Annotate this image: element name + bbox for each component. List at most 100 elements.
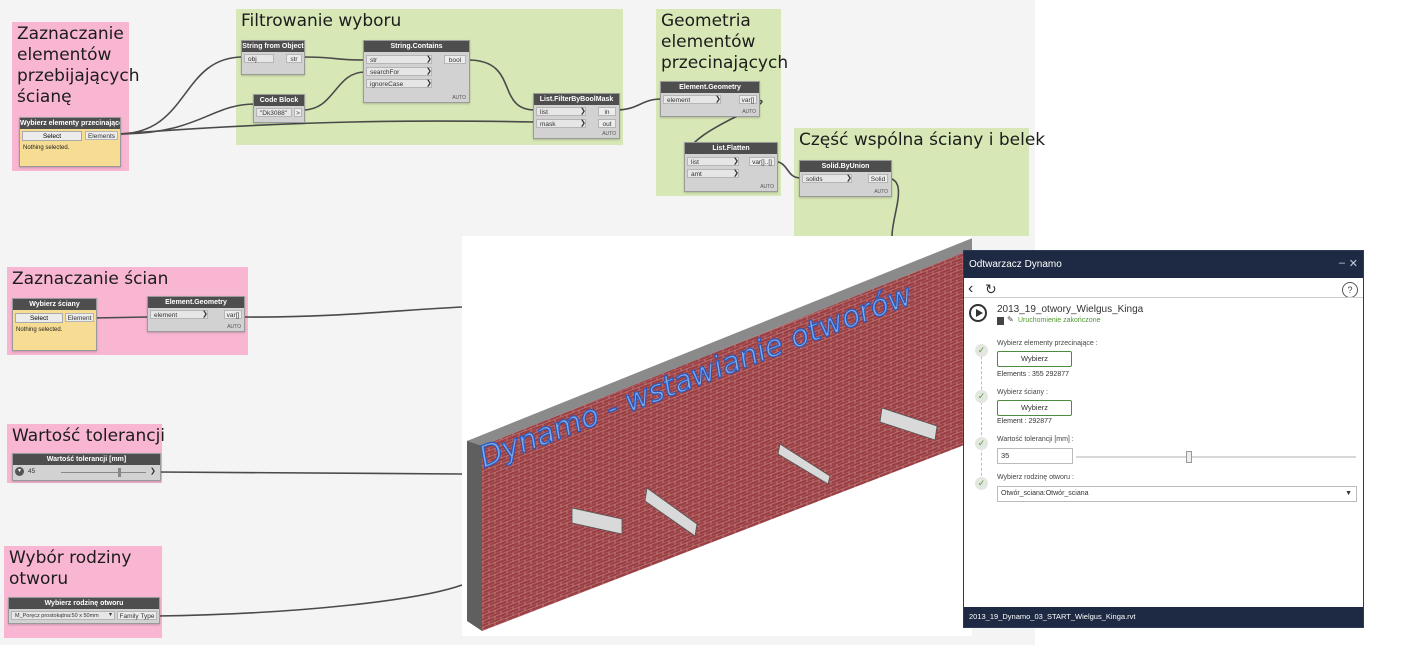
close-icon[interactable]: ✕ xyxy=(1348,258,1358,270)
select-walls-button[interactable]: Wybierz xyxy=(997,400,1072,416)
node-list-flatten[interactable]: List.Flatten list amt ❯ ❯ var[]..[] AUTO xyxy=(684,142,778,192)
node-family-types[interactable]: Wybierz rodzinę otworu M_Poręcz prostoką… xyxy=(8,597,160,624)
caret-down-icon: ▼ xyxy=(1345,490,1352,497)
group-title: Zaznaczanie ścian xyxy=(12,269,169,289)
group-title: Wybór rodziny otworu xyxy=(9,548,132,589)
arrow-icon: ❯ xyxy=(426,80,432,87)
window-title: Odtwarzacz Dynamo xyxy=(964,251,1363,278)
check-icon: ✓ xyxy=(975,477,988,490)
arrow-icon: ❯ xyxy=(580,120,586,127)
node-header: String from Object xyxy=(242,41,304,52)
arrow-icon: ❯ xyxy=(580,108,586,115)
input-port[interactable]: list xyxy=(536,107,586,116)
node-header: Element.Geometry xyxy=(148,297,244,308)
tolerance-input[interactable]: 35 xyxy=(997,448,1073,464)
revit-3d-view[interactable]: Dynamo - wstawianie otworów xyxy=(462,236,972,636)
output-port[interactable]: Element xyxy=(65,313,94,322)
expand-icon[interactable]: ▾ xyxy=(15,467,24,476)
input-port[interactable]: amt xyxy=(687,169,739,178)
tolerance-slider-track[interactable] xyxy=(1076,451,1356,463)
node-header: Wybierz ściany xyxy=(13,299,96,310)
node-solid-by-union[interactable]: Solid.ByUnion solids ❯ Solid AUTO xyxy=(799,160,892,197)
output-port[interactable]: Solid xyxy=(868,174,888,183)
back-icon[interactable]: ‹ xyxy=(968,280,974,297)
output-port[interactable]: Elements xyxy=(85,131,118,140)
output-port[interactable]: > xyxy=(294,108,302,117)
minimize-icon[interactable]: – xyxy=(1338,257,1345,269)
input-port[interactable]: mask xyxy=(536,119,586,128)
selection-note: Nothing selected. xyxy=(23,145,70,151)
step-label: Wybierz ściany : xyxy=(997,389,1048,396)
beam-openings xyxy=(571,407,938,537)
select-button[interactable]: Select xyxy=(22,131,82,141)
step-label: Wybierz rodzinę otworu : xyxy=(997,474,1074,481)
footer-file-name: 2013_19_Dynamo_03_START_Wielgus_Kinga.rv… xyxy=(964,607,1363,627)
dynamo-player-panel[interactable]: Odtwarzacz Dynamo – ✕ ‹ ↻ ? 2013_19_otwo… xyxy=(963,250,1364,628)
slider-value[interactable]: 45 xyxy=(28,468,36,475)
slider-track[interactable] xyxy=(61,472,146,473)
node-select-intersecting[interactable]: Wybierz elementy przecinające Select Ele… xyxy=(19,117,121,167)
node-filter-by-bool-mask[interactable]: List.FilterByBoolMask list mask ❯ ❯ in o… xyxy=(533,93,620,139)
check-icon: ✓ xyxy=(975,437,988,450)
input-port[interactable]: str xyxy=(366,55,432,64)
family-dropdown[interactable]: Otwór_sciana:Otwór_sciana ▼ xyxy=(997,486,1357,502)
node-code-block[interactable]: Code Block "Dk3088" > xyxy=(253,94,305,123)
wall-brick-face xyxy=(482,249,972,631)
tolerance-value: 35 xyxy=(1001,451,1010,460)
play-icon[interactable] xyxy=(969,304,987,322)
edit-icon[interactable]: ✎ xyxy=(1007,315,1014,324)
step-info: Element : 292877 xyxy=(997,418,1052,425)
run-status: Uruchomienie zakończone xyxy=(1018,317,1101,324)
input-port[interactable]: element xyxy=(663,95,721,104)
node-header: List.FilterByBoolMask xyxy=(534,94,619,105)
node-string-contains[interactable]: String.Contains str searchFor ignoreCase… xyxy=(363,40,470,103)
arrow-icon: ❯ xyxy=(426,56,432,63)
output-port[interactable]: in xyxy=(598,107,616,116)
calculator-icon xyxy=(997,317,1004,325)
tolerance-slider-thumb[interactable] xyxy=(1185,451,1192,463)
arrow-icon: ❯ xyxy=(733,170,739,177)
group-title: Zaznaczanie elementów przebijających ści… xyxy=(17,24,140,107)
select-button[interactable]: Select xyxy=(15,313,63,323)
step-label: Wybierz elementy przecinające : xyxy=(997,340,1098,347)
slider-thumb[interactable] xyxy=(118,468,121,477)
lacing-label: AUTO xyxy=(227,324,241,330)
output-port[interactable]: bool xyxy=(444,55,466,64)
input-port[interactable]: searchFor xyxy=(366,67,432,76)
output-port[interactable]: var[]..[] xyxy=(749,157,775,166)
node-string-from-object[interactable]: String from Object obj str xyxy=(241,40,305,75)
node-tolerance-slider[interactable]: Wartość tolerancji [mm] ▾ 45 ❯ xyxy=(12,453,161,481)
dropdown-value: Otwór_sciana:Otwór_sciana xyxy=(1001,490,1089,497)
node-select-walls[interactable]: Wybierz ściany Select Element Nothing se… xyxy=(12,298,97,351)
arrow-icon: ❯ xyxy=(202,311,208,318)
family-dropdown[interactable]: M_Poręcz prostokątna:50 x 50mm xyxy=(11,611,115,620)
node-element-geometry[interactable]: Element.Geometry element ❯ var[] AUTO xyxy=(660,81,760,117)
group-common-part[interactable]: Część wspólna ściany i belek xyxy=(794,128,1045,236)
selection-note: Nothing selected. xyxy=(16,327,63,333)
lacing-label: AUTO xyxy=(874,189,888,195)
arrow-icon: ❯ xyxy=(733,158,739,165)
input-port[interactable]: solids xyxy=(802,174,852,183)
refresh-icon[interactable]: ↻ xyxy=(985,281,997,297)
input-port[interactable]: element xyxy=(150,310,208,319)
node-element-geometry[interactable]: Element.Geometry element ❯ var[] AUTO xyxy=(147,296,245,332)
output-port[interactable]: var[] xyxy=(739,95,757,104)
arrow-icon: ❯ xyxy=(715,96,721,103)
code-text[interactable]: "Dk3088" xyxy=(256,108,292,117)
input-port[interactable]: obj xyxy=(244,54,274,63)
input-port[interactable]: list xyxy=(687,157,739,166)
chevron-down-icon: ▾ xyxy=(109,612,113,618)
output-port[interactable]: str xyxy=(286,54,302,63)
arrow-icon: ❯ xyxy=(426,68,432,75)
lacing-label: AUTO xyxy=(602,131,616,137)
output-port[interactable]: out xyxy=(598,119,616,128)
select-intersecting-button[interactable]: Wybierz xyxy=(997,351,1072,367)
connector-wires xyxy=(92,56,900,617)
wall-top-face xyxy=(467,238,972,446)
input-port[interactable]: ignoreCase xyxy=(366,79,432,88)
wall-end-face xyxy=(467,436,482,631)
output-port[interactable]: Family Type xyxy=(117,611,157,620)
steps-connector xyxy=(981,351,982,486)
help-icon[interactable]: ? xyxy=(1342,282,1358,298)
output-port[interactable]: var[] xyxy=(224,310,242,319)
